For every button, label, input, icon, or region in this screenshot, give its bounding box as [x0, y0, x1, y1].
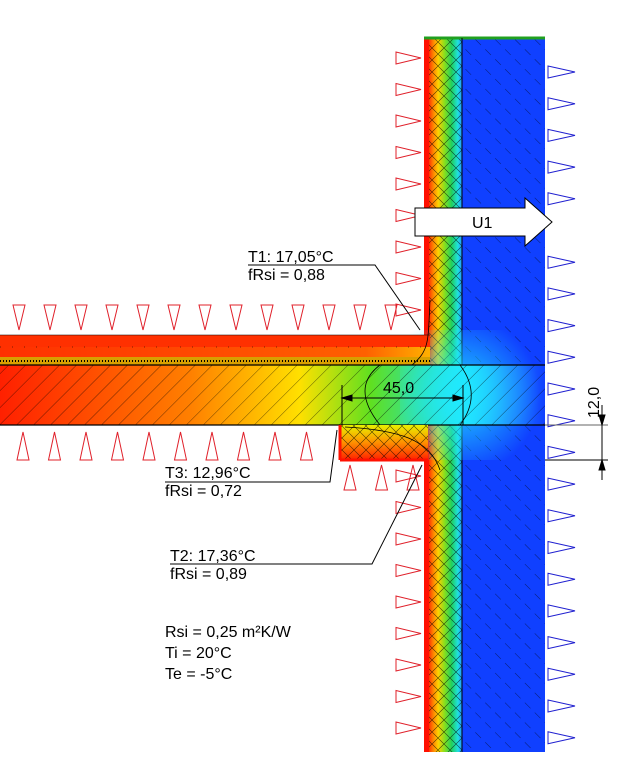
te-value: Te = -5°C	[165, 666, 232, 683]
interior-surface-marker	[353, 304, 367, 331]
interior-surface-marker	[105, 304, 119, 331]
interior-surface-marker	[74, 304, 88, 331]
interior-surface-marker	[395, 658, 422, 672]
t3-temperature: T3: 12,96°C	[165, 465, 251, 482]
interior-surface-marker	[395, 500, 422, 515]
exterior-surface-marker	[547, 604, 576, 618]
interior-surface-marker	[205, 431, 219, 461]
exterior-surface-marker	[547, 382, 576, 396]
interior-surface-marker	[229, 304, 243, 331]
exterior-surface-marker	[547, 509, 576, 523]
exterior-surface-marker	[547, 477, 576, 491]
exterior-surface-marker	[547, 255, 576, 269]
interior-surface-marker	[395, 563, 422, 578]
interior-surface-marker	[395, 145, 422, 160]
exterior-surface-marker	[547, 445, 576, 460]
interior-surface-marker	[322, 304, 336, 331]
dimension-vertical	[545, 405, 608, 480]
interior-surface-marker	[236, 431, 251, 461]
exterior-surface-marker	[547, 667, 576, 681]
exterior-surface-marker	[547, 287, 576, 301]
annotation-t3: T3: 12,96°C fRsi = 0,72	[165, 429, 338, 500]
exterior-surface-marker	[547, 572, 576, 586]
exterior-surface-marker	[547, 731, 576, 745]
exterior-surface-marker	[547, 65, 576, 79]
exterior-surface-marker	[547, 414, 576, 428]
interior-surface-marker	[79, 431, 93, 461]
interior-surface-marker	[395, 271, 422, 286]
interior-surface-marker	[260, 304, 274, 331]
t1-frsi: fRsi = 0,88	[248, 267, 325, 284]
interior-surface-marker	[395, 532, 422, 546]
rsi-value: Rsi = 0,25 m²K/W	[165, 624, 292, 641]
interior-surface-marker	[395, 82, 422, 97]
u1-label: U1	[472, 215, 493, 232]
interior-surface-marker	[395, 721, 422, 735]
t1-temperature: T1: 17,05°C	[248, 249, 334, 266]
exterior-surface-marker	[547, 97, 576, 111]
interior-surface-marker	[173, 431, 188, 461]
interior-surface-marker	[395, 689, 422, 704]
exterior-surface-marker	[547, 540, 576, 555]
exterior-surface-marker	[547, 699, 576, 713]
edge-beam	[338, 425, 441, 471]
dimension-horizontal-label: 45,0	[383, 380, 414, 397]
exterior-surface-marker	[547, 160, 576, 174]
ti-value: Ti = 20°C	[165, 645, 232, 662]
interior-surface-marker	[167, 304, 181, 331]
interior-surface-marker	[299, 431, 314, 461]
exterior-surface-marker	[547, 192, 576, 206]
t3-frsi: fRsi = 0,72	[165, 483, 242, 500]
interior-surface-marker	[343, 464, 357, 491]
interior-surface-marker	[395, 208, 422, 223]
interior-surface-marker	[110, 431, 125, 461]
interior-surface-marker	[395, 114, 422, 128]
interior-surface-marker	[384, 304, 398, 331]
interior-surface-marker	[291, 304, 305, 331]
interior-surface-marker	[395, 469, 422, 483]
interior-surface-marker	[395, 240, 422, 254]
interior-surface-marker	[395, 626, 422, 641]
interior-surface-marker	[395, 595, 422, 609]
t2-temperature: T2: 17,36°C	[170, 548, 256, 565]
exterior-surface-marker	[547, 318, 576, 333]
t2-frsi: fRsi = 0,89	[170, 566, 247, 583]
boundary-conditions: Rsi = 0,25 m²K/W Ti = 20°C Te = -5°C	[165, 624, 292, 683]
interior-surface-marker	[12, 304, 26, 331]
annotation-t2: T2: 17,36°C fRsi = 0,89	[170, 464, 423, 583]
exterior-surface-marker	[547, 128, 576, 143]
interior-surface-marker	[142, 431, 156, 461]
interior-surface-marker	[16, 431, 30, 461]
interior-surface-marker	[374, 464, 389, 491]
dimension-horizontal	[340, 385, 465, 425]
interior-surface-marker	[47, 431, 62, 461]
dimension-vertical-label: 12,0	[586, 387, 603, 418]
exterior-surface-marker	[547, 350, 576, 364]
interior-surface-marker	[136, 304, 150, 331]
heat-flow-arrow-u1: U1	[414, 196, 553, 248]
interior-surface-marker	[395, 177, 422, 191]
boundary-markers	[12, 51, 576, 745]
interior-surface-marker	[198, 304, 212, 331]
exterior-surface-marker	[547, 635, 576, 650]
interior-surface-marker	[268, 431, 282, 461]
annotation-t1: T1: 17,05°C fRsi = 0,88	[248, 249, 421, 331]
interior-surface-marker	[43, 304, 57, 331]
interior-surface-marker	[395, 51, 422, 65]
